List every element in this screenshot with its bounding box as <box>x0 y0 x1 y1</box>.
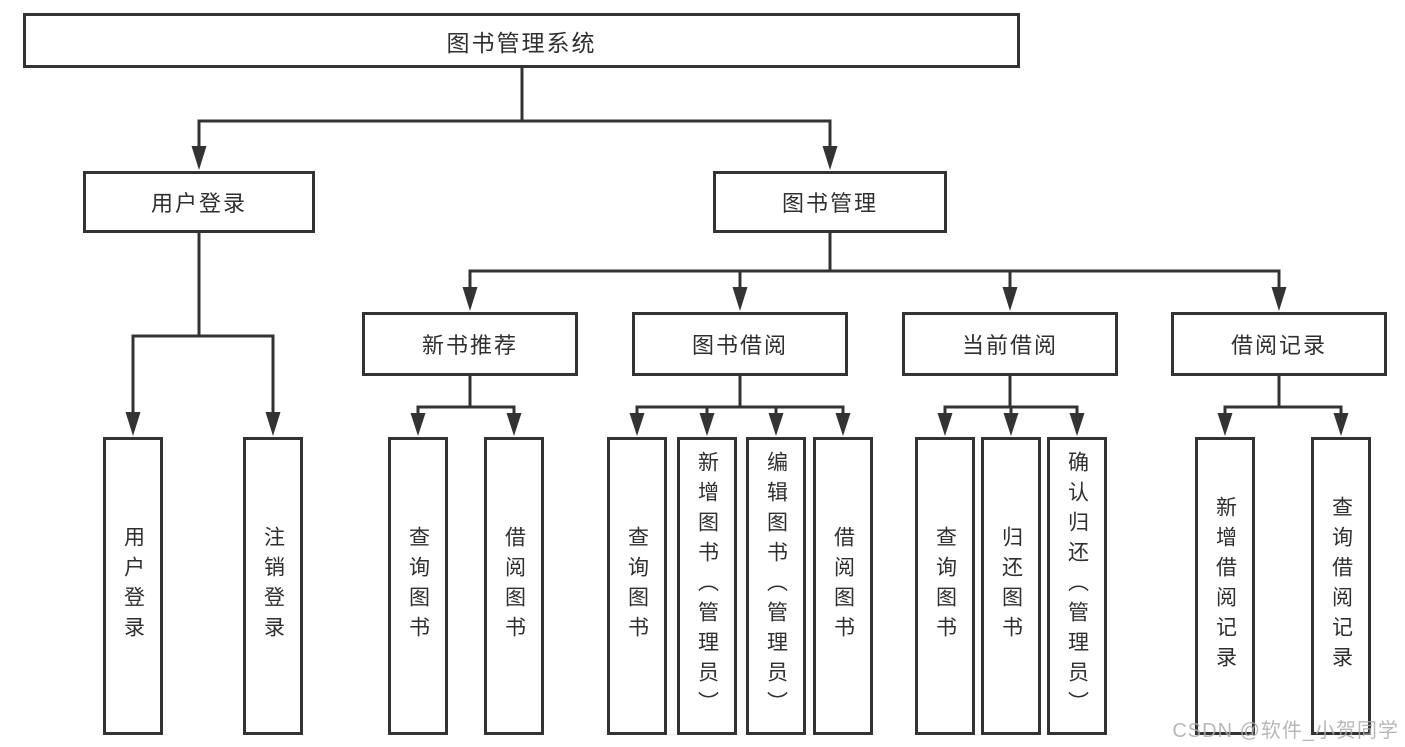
leaf-add-borrow-record: 新增借阅记录 <box>1195 437 1255 735</box>
csdn-watermark: CSDN @软件_小贺同学 <box>1172 720 1399 742</box>
leaf-add-borrow-record-label: 新增借阅记录 <box>1213 496 1237 676</box>
node-current-borrow: 当前借阅 <box>902 312 1118 376</box>
leaf-borrow-book-1: 借阅图书 <box>484 437 544 735</box>
leaf-query-book-1: 查询图书 <box>388 437 448 735</box>
leaf-confirm-return-label: 确认归还（管理员） <box>1065 451 1089 721</box>
node-new-book-recommend-label: 新书推荐 <box>421 333 518 358</box>
leaf-logout: 注销登录 <box>243 437 303 735</box>
node-root: 图书管理系统 <box>23 13 1020 68</box>
node-borrow-record-label: 借阅记录 <box>1230 333 1327 358</box>
leaf-add-book: 新增图书（管理员） <box>677 437 737 735</box>
node-book-management-label: 图书管理 <box>781 191 878 216</box>
leaf-user-login-label: 用户登录 <box>121 526 145 646</box>
leaf-query-book-2-label: 查询图书 <box>625 526 649 646</box>
leaf-query-book-3: 查询图书 <box>915 437 975 735</box>
leaf-return-book: 归还图书 <box>981 437 1041 735</box>
leaf-edit-book-label: 编辑图书（管理员） <box>764 451 788 721</box>
node-book-borrow-label: 图书借阅 <box>691 333 788 358</box>
leaf-query-book-2: 查询图书 <box>607 437 667 735</box>
leaf-logout-label: 注销登录 <box>261 526 285 646</box>
leaf-query-book-1-label: 查询图书 <box>406 526 430 646</box>
leaf-query-borrow-record: 查询借阅记录 <box>1311 437 1371 735</box>
leaf-borrow-book-2-label: 借阅图书 <box>831 526 855 646</box>
node-root-label: 图书管理系统 <box>446 29 597 56</box>
leaf-query-borrow-record-label: 查询借阅记录 <box>1329 496 1353 676</box>
node-current-borrow-label: 当前借阅 <box>961 333 1058 358</box>
node-borrow-record: 借阅记录 <box>1171 312 1387 376</box>
leaf-borrow-book-2: 借阅图书 <box>813 437 873 735</box>
leaf-return-book-label: 归还图书 <box>999 526 1023 646</box>
node-book-management: 图书管理 <box>713 171 947 233</box>
node-new-book-recommend: 新书推荐 <box>362 312 578 376</box>
leaf-user-login: 用户登录 <box>103 437 163 735</box>
leaf-query-book-3-label: 查询图书 <box>933 526 957 646</box>
leaf-add-book-label: 新增图书（管理员） <box>695 451 719 721</box>
leaf-edit-book: 编辑图书（管理员） <box>746 437 806 735</box>
node-book-borrow: 图书借阅 <box>632 312 848 376</box>
leaf-borrow-book-1-label: 借阅图书 <box>502 526 526 646</box>
node-user-login-label: 用户登录 <box>150 191 247 216</box>
node-user-login: 用户登录 <box>83 171 315 233</box>
leaf-confirm-return: 确认归还（管理员） <box>1047 437 1107 735</box>
